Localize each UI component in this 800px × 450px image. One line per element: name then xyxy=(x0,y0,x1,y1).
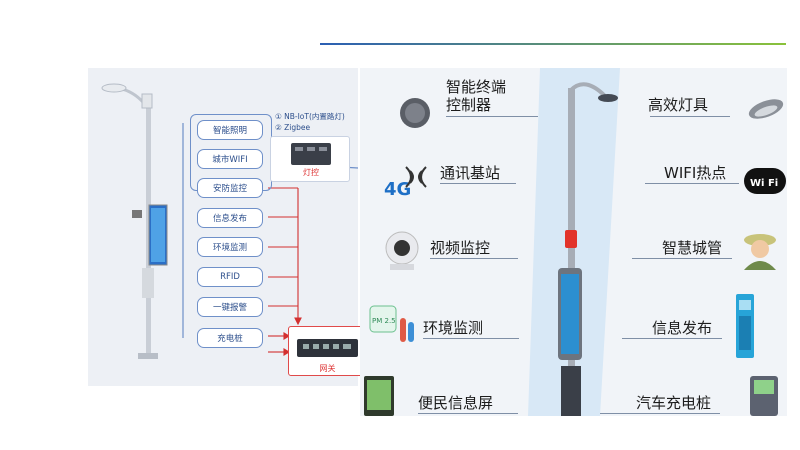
controller-device-icon xyxy=(291,143,331,165)
gateway-device-icon xyxy=(297,339,358,357)
service-smart-lighting: 智能照明 xyxy=(197,120,263,140)
camera-icon xyxy=(385,231,419,270)
wifi-icon-text: Wi Fi xyxy=(750,178,778,189)
feature-underline xyxy=(430,258,518,259)
architecture-diagram: 智能照明 城市WIFI 安防监控 信息发布 环境监测 RFID 一键报警 充电桩… xyxy=(88,68,365,386)
4g-antenna-icon: 4G xyxy=(384,166,427,200)
4g-icon-text: 4G xyxy=(384,179,411,200)
center-pole-illustration xyxy=(528,68,620,416)
feature-underline xyxy=(632,258,732,259)
ev-charger-icon xyxy=(750,376,778,416)
service-rfid: RFID xyxy=(197,267,263,287)
architecture-connectors xyxy=(101,83,358,359)
pm25-icon-text: PM 2.5 xyxy=(372,317,396,325)
service-security-monitoring: 安防监控 xyxy=(197,178,263,198)
feature-info-release: 信息发布 xyxy=(652,319,713,337)
feature-underline xyxy=(645,183,739,184)
feature-underline xyxy=(622,338,722,339)
gateway-box: 网关 xyxy=(288,326,365,376)
smart-pole-features-panel: 智能终端 控制器 4G 通讯基站 视频监控 PM 2.5 环境监测 便民信息屏 … xyxy=(360,68,787,416)
service-info-release: 信息发布 xyxy=(197,208,263,228)
feature-ev-charging-pile: 汽车充电桩 xyxy=(636,394,712,412)
gateway-label: 网关 xyxy=(319,364,336,373)
wifi-icon: Wi Fi xyxy=(744,168,786,194)
service-city-wifi: 城市WIFI xyxy=(197,149,263,169)
pm25-sensor-icon: PM 2.5 xyxy=(369,305,414,342)
service-one-key-alarm: 一键报警 xyxy=(197,297,263,317)
display-icon xyxy=(736,294,754,358)
lamp-controller-box: 灯控 xyxy=(270,136,350,182)
feature-terminal-controller-line1: 智能终端 xyxy=(446,78,507,96)
lamp-head-icon xyxy=(748,99,784,119)
feature-info-screen: 便民信息屏 xyxy=(418,394,494,412)
feature-wifi-hotspot: WIFI热点 xyxy=(664,164,727,182)
controller-icon xyxy=(400,98,430,128)
feature-env-monitoring: 环境监测 xyxy=(423,319,484,337)
feature-underline xyxy=(423,338,519,339)
feature-underline xyxy=(440,183,516,184)
service-charging-pile: 充电桩 xyxy=(197,328,263,348)
feature-smart-city-management: 智慧城管 xyxy=(662,239,723,257)
header-rule xyxy=(320,43,786,45)
officer-icon xyxy=(744,234,776,270)
service-env-monitoring: 环境监测 xyxy=(197,237,263,257)
info-screen-icon xyxy=(364,376,394,416)
feature-underline xyxy=(446,116,538,117)
protocol-nbiot: ① NB-IoT(内置路灯) xyxy=(275,112,345,121)
feature-efficient-lamp: 高效灯具 xyxy=(648,96,709,114)
feature-video-monitoring: 视频监控 xyxy=(430,239,491,257)
feature-underline xyxy=(418,413,518,414)
feature-underline xyxy=(600,413,720,414)
feature-comm-base-station: 通讯基站 xyxy=(440,164,501,182)
feature-underline xyxy=(650,116,730,117)
smart-pole-illustration xyxy=(101,83,168,359)
lamp-controller-label: 灯控 xyxy=(303,168,319,177)
protocol-zigbee: ② Zigbee xyxy=(275,123,311,132)
feature-terminal-controller-line2: 控制器 xyxy=(446,96,492,114)
